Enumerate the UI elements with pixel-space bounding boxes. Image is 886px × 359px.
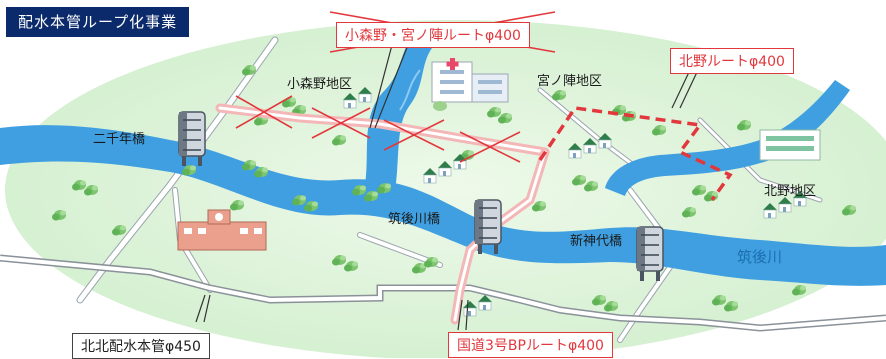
callout-kokudo3-route: 国道3号BPルートφ400 (448, 332, 613, 358)
callout-kitakita-main: 北北配水本管φ450 (72, 333, 210, 359)
callout-komorino-miyanojin-route: 小森野・宮ノ陣ルートφ400 (336, 22, 530, 48)
rivers (0, 40, 886, 286)
komorino-miyanojin-route (215, 103, 550, 157)
place-label-kitano: 北野地区 (764, 184, 817, 199)
building-icon (759, 129, 821, 161)
bridge-label-nisennen: 二千年橋 (93, 132, 146, 147)
place-label-miyanojin: 宮ノ陣地区 (537, 74, 603, 89)
river-label: 筑後川 (737, 248, 783, 266)
place-label-komorino: 小森野地区 (287, 77, 353, 92)
callout-leader-lines (195, 44, 699, 331)
kitano-route (538, 106, 733, 202)
school-icon (177, 209, 267, 251)
bridge-label-shinjindai: 新神代橋 (570, 234, 623, 249)
callout-kitano-route: 北野ルートφ400 (670, 48, 794, 74)
hospital-icon (431, 58, 509, 111)
kitakita-main-pipe (0, 254, 886, 332)
bridge-label-chikugogawa: 筑後川橋 (388, 212, 441, 227)
page-title: 配水本管ループ化事業 (6, 7, 190, 37)
